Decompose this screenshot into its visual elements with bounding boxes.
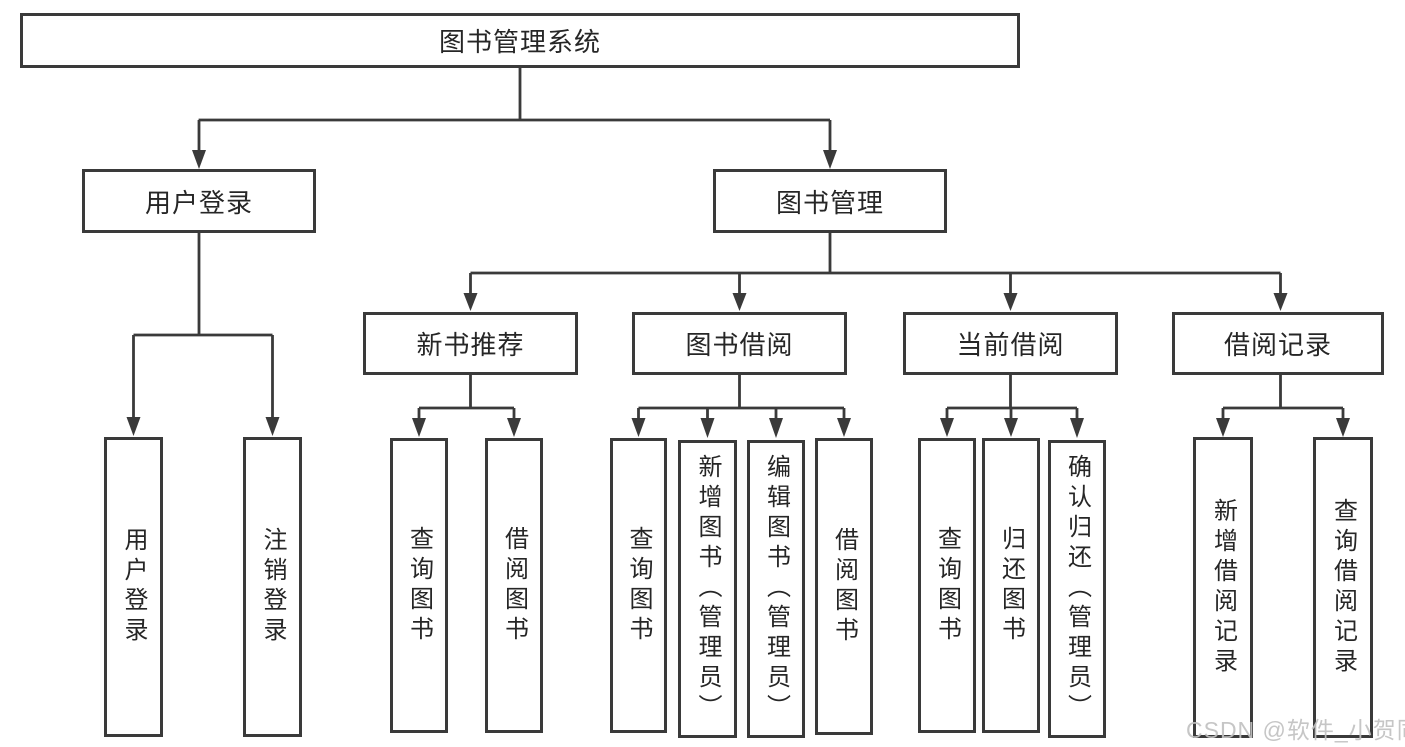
arrowheads (126, 150, 1350, 438)
leaf-confirm-return-admin: 确认归还（管理员） (1048, 440, 1106, 738)
leaf-user-login: 用户登录 (104, 437, 163, 737)
node-label: 查询图书 (933, 525, 961, 646)
node-label: 查询图书 (625, 525, 652, 646)
node-label: 确认归还（管理员） (1063, 454, 1091, 724)
node-label: 借阅图书 (830, 526, 858, 647)
connector-path (132, 68, 1345, 424)
node-book-borrowing: 图书借阅 (632, 312, 847, 375)
node-label: 借阅记录 (1223, 330, 1332, 360)
node-new-book-recommendation: 新书推荐 (363, 312, 578, 375)
node-label: 查询图书 (405, 525, 433, 646)
leaf-query-books-1: 查询图书 (390, 438, 448, 733)
node-label: 新增借阅记录 (1209, 497, 1237, 678)
leaf-edit-books-admin: 编辑图书（管理员） (747, 440, 805, 738)
node-label: 注销登录 (259, 527, 286, 647)
node-label: 归还图书 (997, 525, 1025, 646)
node-label: 借阅图书 (500, 525, 528, 646)
node-label: 用户登录 (120, 527, 147, 647)
leaf-query-books-3: 查询图书 (918, 438, 976, 733)
leaf-add-borrow-record: 新增借阅记录 (1193, 437, 1253, 738)
leaf-logout: 注销登录 (243, 437, 302, 737)
leaf-borrow-books-1: 借阅图书 (485, 438, 543, 733)
leaf-return-books: 归还图书 (982, 438, 1040, 733)
leaf-add-books-admin: 新增图书（管理员） (678, 440, 737, 738)
node-label: 新书推荐 (416, 330, 525, 360)
node-label: 图书借阅 (685, 330, 794, 360)
node-label: 当前借阅 (956, 330, 1065, 360)
node-label: 图书管理系统 (438, 27, 601, 57)
csdn-watermark: CSDN @软件_小贺同学 (1186, 717, 1405, 743)
leaf-query-borrow-record: 查询借阅记录 (1313, 437, 1373, 738)
node-label: 编辑图书（管理员） (762, 454, 790, 724)
leaf-borrow-books-2: 借阅图书 (815, 438, 873, 735)
node-label: 新增图书（管理员） (694, 454, 721, 724)
leaf-query-books-2: 查询图书 (610, 438, 667, 733)
node-label: 用户登录 (144, 187, 253, 218)
node-current-borrowing: 当前借阅 (903, 312, 1118, 375)
node-library-management-system: 图书管理系统 (20, 13, 1020, 68)
node-label: 图书管理 (775, 187, 884, 218)
node-user-login: 用户登录 (82, 169, 316, 233)
node-label: 查询借阅记录 (1329, 497, 1357, 678)
node-borrowing-records: 借阅记录 (1172, 312, 1384, 375)
node-book-management: 图书管理 (713, 169, 947, 233)
